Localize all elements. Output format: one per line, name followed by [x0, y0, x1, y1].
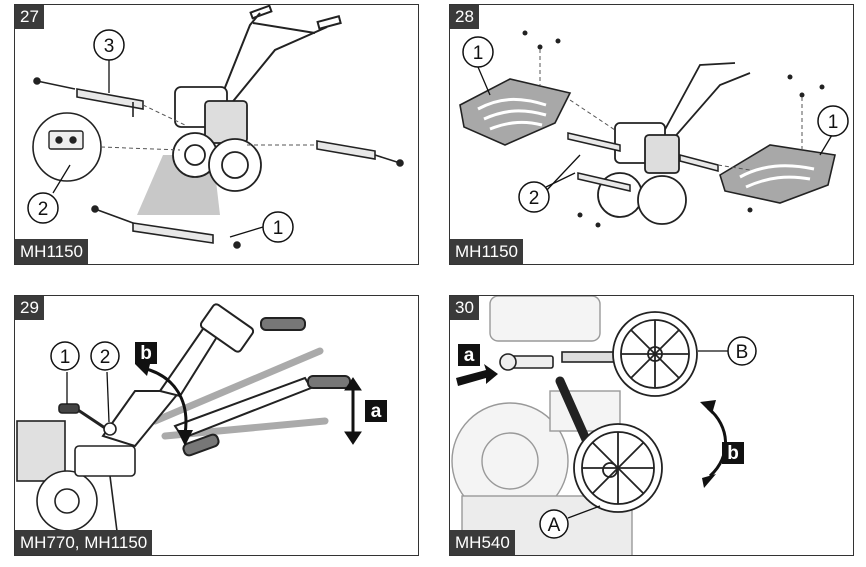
tiller-side-rails-illustration: 3 2 1: [27, 5, 404, 249]
model-label: MH1150: [450, 239, 523, 264]
mudguard-right: [719, 144, 836, 204]
wheel-bolt: [499, 351, 643, 371]
insert-arrow-a: [456, 364, 498, 386]
figure-29: 29: [14, 295, 419, 556]
callout-2: 2: [27, 192, 59, 224]
step-label-b: b: [722, 442, 744, 464]
screws: [522, 30, 825, 228]
callout-1: 1: [50, 341, 80, 371]
callout-2: 2: [90, 341, 120, 371]
figure-27: 27: [14, 4, 419, 265]
svg-text:3: 3: [104, 36, 115, 57]
callout-A: A: [539, 509, 569, 539]
engine-drawing: [16, 420, 136, 555]
engine-drawing: [172, 86, 262, 192]
tiller-mudguards-illustration: 1 1 2: [459, 30, 849, 228]
svg-text:1: 1: [60, 347, 71, 368]
model-label: MH770, MH1150: [15, 530, 153, 555]
model-label: MH540: [450, 530, 515, 555]
callout-2: 2: [518, 181, 550, 213]
svg-text:B: B: [736, 342, 749, 363]
callout-leaders: [477, 66, 833, 192]
side-rail-3: [33, 77, 144, 117]
svg-text:b: b: [140, 343, 152, 364]
step-label-b: b: [135, 342, 157, 364]
svg-text:1: 1: [473, 43, 484, 64]
callout-1-left: 1: [462, 36, 494, 68]
figure-30: 30: [449, 295, 854, 556]
figure-number: 30: [450, 296, 479, 320]
adjustment-lever: [58, 403, 117, 436]
svg-text:1: 1: [273, 218, 284, 239]
detail-bracket: [48, 130, 84, 150]
svg-text:A: A: [548, 515, 561, 536]
callout-3: 3: [93, 29, 125, 61]
step-label-a: a: [458, 344, 480, 366]
figure-number: 27: [15, 5, 44, 29]
handlebar-height-adjustment-illustration: 1 2 b a: [16, 303, 387, 555]
model-label: MH1150: [15, 239, 88, 264]
side-rail-1: [91, 205, 241, 249]
handlebar-drawing: [101, 303, 351, 457]
svg-text:2: 2: [529, 188, 540, 209]
callout-leaders: [66, 371, 110, 423]
height-arrow-a: [344, 377, 362, 445]
svg-text:a: a: [371, 401, 382, 422]
svg-text:2: 2: [100, 347, 111, 368]
handlebar-drawing: [219, 5, 342, 106]
mudguard-brackets: [567, 132, 719, 192]
callout-1: 1: [262, 211, 294, 243]
wheel-position-a: [573, 423, 663, 513]
callout-leaders: [567, 350, 728, 519]
figure-number: 28: [450, 5, 479, 29]
step-label-a: a: [365, 400, 387, 422]
svg-text:a: a: [464, 345, 475, 366]
wheel-position-b: [612, 311, 698, 397]
tiller-body: [597, 62, 751, 225]
figure-number: 29: [15, 296, 44, 320]
side-rail-right: [316, 140, 404, 167]
mudguard-left: [459, 78, 572, 146]
callout-1-right: 1: [817, 105, 849, 137]
transport-wheel-illustration: B A a b: [451, 296, 757, 555]
rotate-arrow-b: [142, 366, 188, 435]
callout-B: B: [727, 336, 757, 366]
svg-text:1: 1: [828, 112, 839, 133]
swivel-arrow-b: [707, 406, 727, 478]
figure-28: 28: [449, 4, 854, 265]
assembly-guides: [539, 49, 803, 171]
svg-text:b: b: [727, 443, 739, 464]
svg-text:2: 2: [38, 199, 49, 220]
callout-leaders: [52, 60, 264, 238]
assembly-guides: [100, 104, 317, 151]
